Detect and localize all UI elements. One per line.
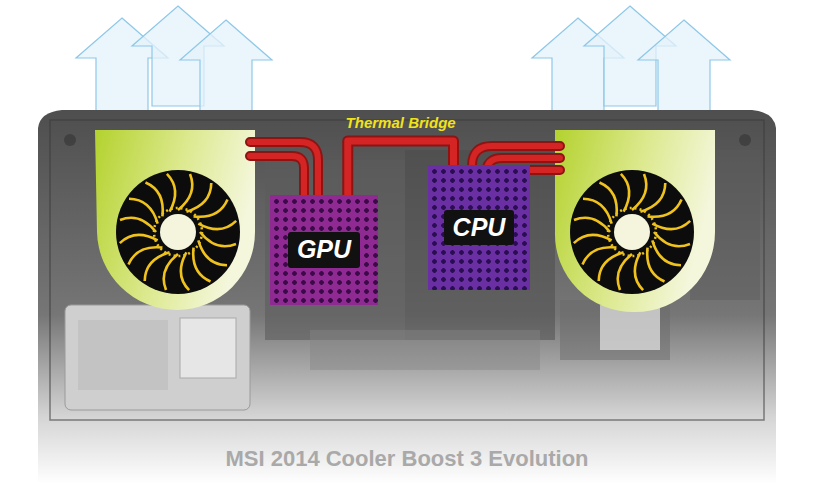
edge-label: Thermal Bridge [346,114,456,132]
chip-label: GPU [288,232,360,268]
chip-box: GPU [270,195,378,305]
watermark-text: MSI 2014 Cooler Boost 3 Evolution [225,446,588,472]
chip-label: CPU [444,210,515,246]
chip-box: CPU [428,165,530,290]
